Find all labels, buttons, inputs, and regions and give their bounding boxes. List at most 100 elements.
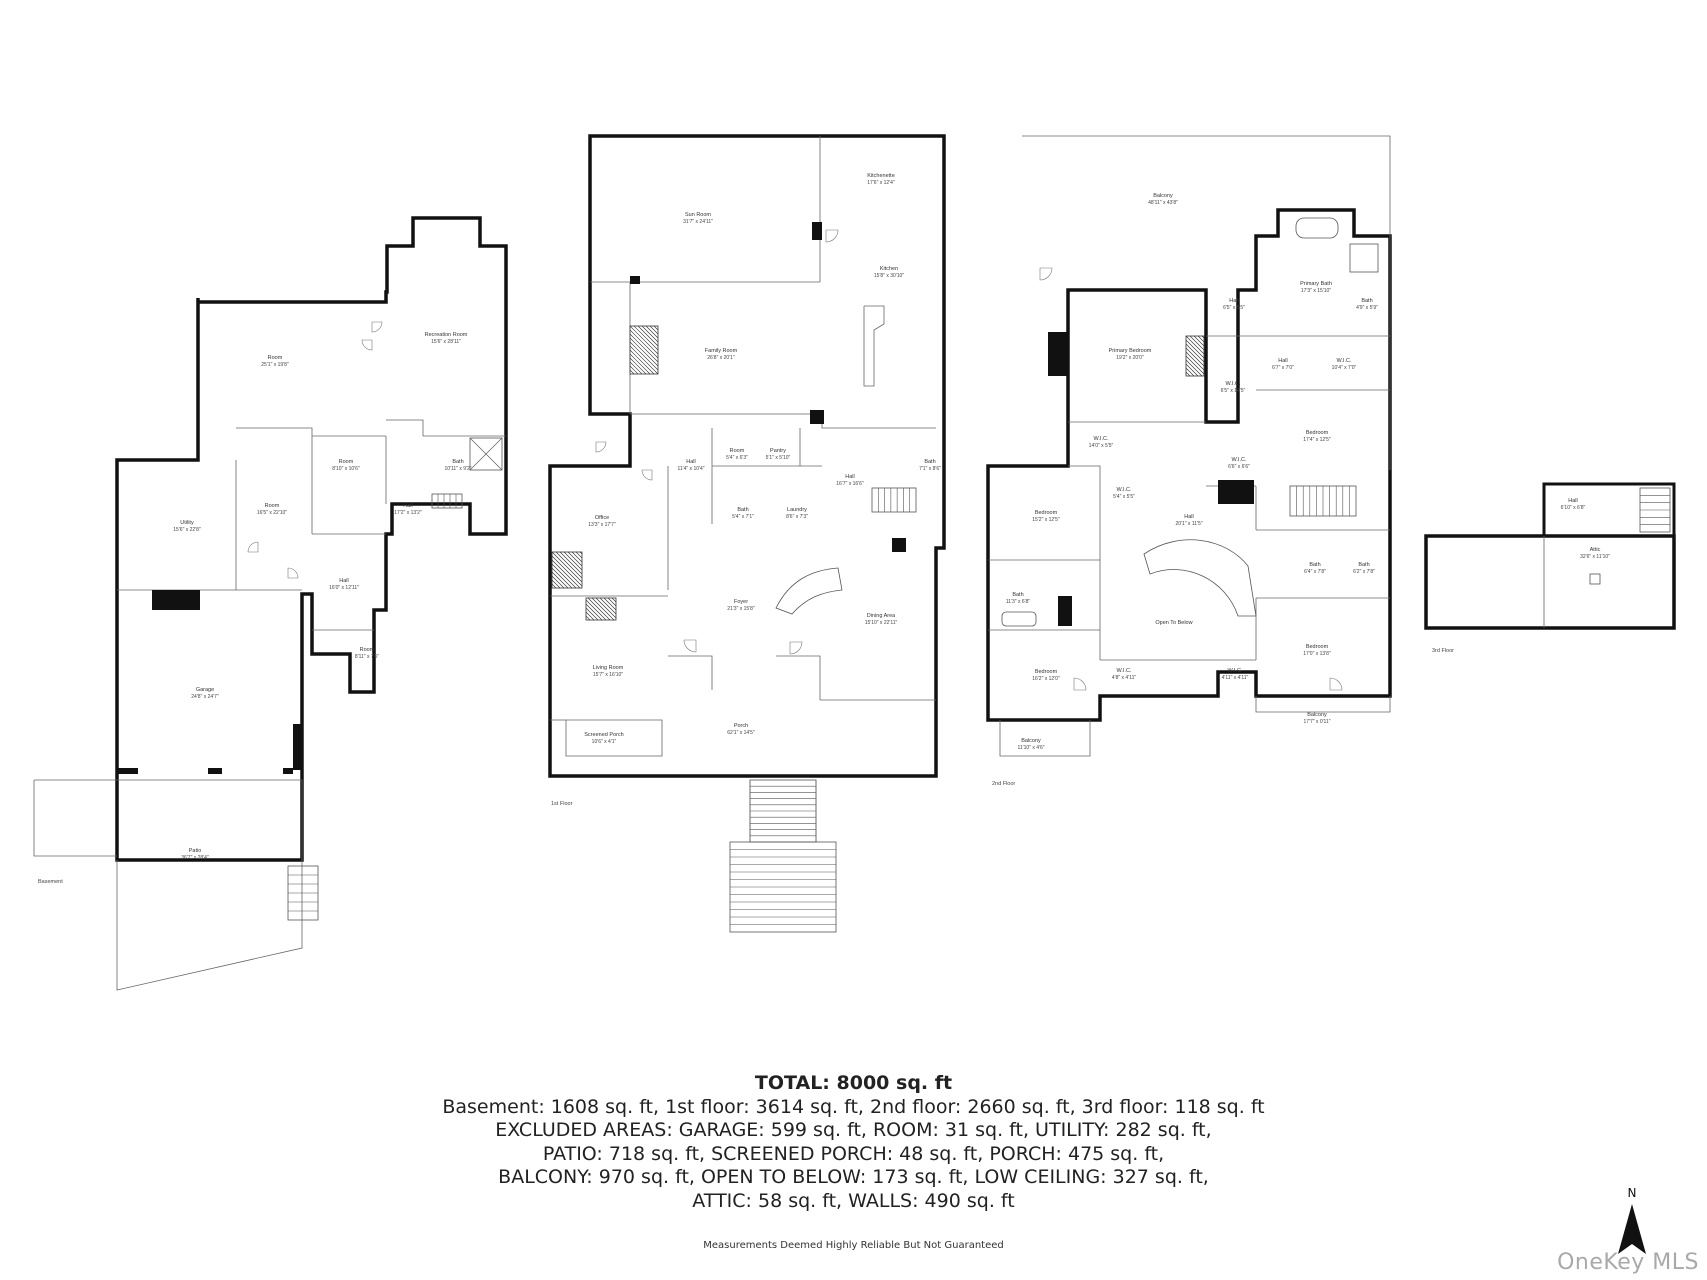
thin-line — [386, 419, 424, 436]
hatch-line — [1185, 343, 1205, 363]
floor-label: 3rd Floor — [1432, 648, 1454, 654]
hatch-line — [571, 551, 583, 563]
hatch-line — [629, 365, 639, 375]
summary-line-3: PATIO: 718 sq. ft, SCREENED PORCH: 48 sq… — [542, 1142, 1165, 1165]
room-dimensions: 10'4" x 7'0" — [1332, 365, 1357, 371]
wall-block — [630, 276, 640, 284]
room-name: Garage — [196, 687, 214, 693]
room-name: W.I.C. — [1337, 358, 1352, 364]
wall — [115, 216, 508, 862]
wall-block — [810, 410, 824, 424]
room-name: Sun Room — [685, 212, 711, 218]
room-name: Porch — [734, 723, 748, 729]
hatch-line — [559, 551, 583, 575]
hatch-line — [629, 353, 651, 375]
wall — [548, 134, 946, 778]
hatch-line — [585, 615, 591, 621]
room-dimensions: 6'2" x 7'8" — [1353, 569, 1375, 575]
thin-line — [236, 427, 313, 534]
room-name: W.I.C. — [1094, 436, 1109, 442]
room-dimensions: 17'7" x 0'11" — [1303, 719, 1330, 725]
room-name: Bath — [737, 507, 748, 513]
hatch-line — [629, 337, 659, 367]
hatch-line — [649, 325, 659, 335]
room-name: W.I.C. — [1232, 457, 1247, 463]
room-name: W.I.C. — [1228, 668, 1243, 674]
room-name: Room — [268, 355, 283, 361]
hatch-line — [585, 611, 595, 621]
room-dimensions: 4'11" x 4'11" — [1222, 675, 1249, 681]
door-swing-icon — [1329, 677, 1343, 691]
room-dimensions: 10'6" x 4'1" — [592, 739, 617, 745]
room-dimensions: 26'8" x 20'1" — [707, 355, 735, 361]
room-dimensions: 6'6" x 6'6" — [1228, 464, 1250, 470]
area-summary: TOTAL: 8000 sq. ft Basement: 1608 sq. ft… — [0, 1072, 1707, 1213]
room-dimensions: 15'10" x 22'11" — [865, 620, 898, 626]
hatch-line — [629, 329, 659, 359]
summary-line-5: ATTIC: 58 sq. ft, WALLS: 490 sq. ft — [692, 1189, 1015, 1212]
room-dimensions: 17'3" x 15'10" — [1301, 288, 1331, 294]
room-dimensions: 4'8" x 4'11" — [1112, 675, 1136, 681]
room-name: Family Room — [705, 348, 738, 354]
room-dimensions: 11'3" x 6'8" — [1006, 599, 1030, 605]
hatch-line — [1197, 335, 1205, 343]
room-dimensions: 10'11" x 9'2" — [444, 466, 471, 472]
room-dimensions: 19'2" x 20'0" — [1116, 355, 1144, 361]
north-arrow-icon: N — [1612, 1186, 1652, 1256]
hatch-line — [1185, 363, 1199, 377]
room-name: Recreation Room — [425, 332, 468, 338]
hatch-line — [563, 551, 583, 571]
room-dimensions: 15'8" x 30'10" — [874, 273, 904, 279]
wall-block — [293, 724, 302, 770]
hatch-line — [611, 597, 617, 603]
hatch-line — [637, 325, 659, 347]
wall-block — [283, 768, 293, 774]
room-dimensions: 5'4" x 7'1" — [732, 514, 754, 520]
wall-block — [892, 538, 906, 552]
thin-line — [1255, 696, 1391, 713]
thin-line — [34, 779, 303, 991]
hatch-line — [629, 333, 659, 363]
room-dimensions: 11'10" x 4'6" — [1017, 745, 1044, 751]
total-area: TOTAL: 8000 sq. ft — [754, 1072, 953, 1094]
hatch-line — [551, 555, 583, 587]
hatch-line — [585, 599, 607, 621]
room-dimensions: 31'7" x 24'11" — [683, 219, 713, 225]
room-name: Living Room — [593, 665, 624, 671]
room-dimensions: 13'3" x 17'7" — [588, 522, 616, 528]
room-dimensions: 25'1" x 19'8" — [261, 362, 289, 368]
room-name: Primary Bath — [1300, 281, 1332, 287]
wall-block — [152, 590, 200, 610]
room-dimensions: 4'9" x 5'9" — [1356, 305, 1378, 311]
room-dimensions: 8'11" x 7'5" — [355, 654, 379, 660]
hatch-line — [585, 607, 599, 621]
hatch-line — [1185, 355, 1205, 375]
hatch-line — [551, 551, 583, 583]
hatch-line — [629, 325, 659, 355]
room-name: Room — [730, 448, 745, 454]
room-name: Hall — [403, 503, 412, 509]
room-name: Room — [360, 647, 375, 653]
hatch-line — [653, 325, 659, 331]
room-dimensions: 5'1" x 5'10" — [766, 455, 791, 461]
hatch-line — [579, 551, 583, 555]
hatch-line — [555, 551, 583, 579]
room-name: Room — [339, 459, 354, 465]
disclaimer: Measurements Deemed Highly Reliable But … — [703, 1240, 1004, 1251]
room-name: Bath — [1012, 592, 1023, 598]
hatch-line — [599, 597, 617, 615]
door-swing-icon — [361, 339, 373, 351]
room-dimensions: 6'4" x 7'8" — [1304, 569, 1326, 575]
room-name: Bath — [924, 459, 935, 465]
summary-line-4: BALCONY: 970 sq. ft, OPEN TO BELOW: 173 … — [498, 1166, 1209, 1188]
hatch-line — [1185, 339, 1205, 359]
room-dimensions: 15'2" x 12'5" — [1032, 517, 1060, 523]
hatch-line — [585, 603, 603, 621]
room-name: Hall — [1229, 298, 1238, 304]
hatch-line — [641, 325, 659, 343]
wall-block — [118, 768, 138, 774]
fireplace-icon — [551, 551, 583, 589]
room-name: Screened Porch — [584, 732, 623, 738]
room-dimensions: 16'0" x 12'11" — [329, 585, 359, 591]
